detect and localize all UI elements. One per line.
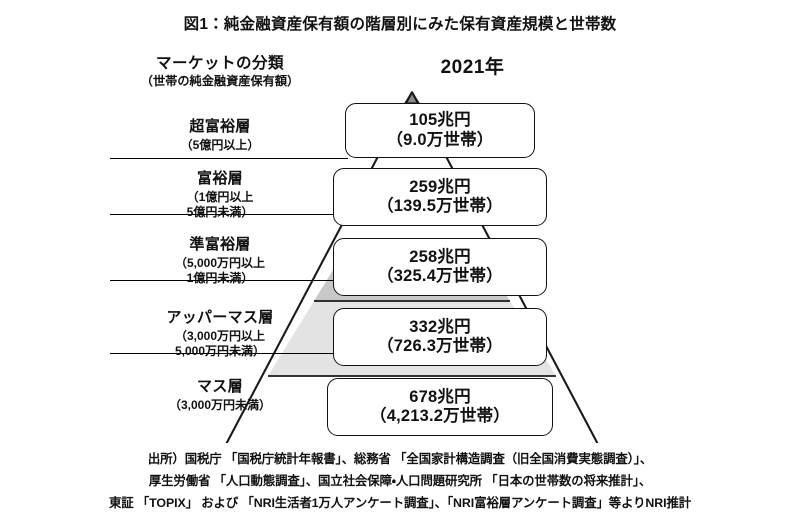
tier-range: （5,000万円以上 1億円未満）: [174, 256, 266, 285]
tier-label-mass: マス層 （3,000万円未満）: [95, 378, 345, 413]
tier-label-uppermass: アッパーマス層 （3,000万円以上 5,000万円未満）: [95, 309, 345, 358]
tier-range: （5億円以上）: [180, 138, 260, 152]
source-line-1: 出所）国税庁 「国税庁統計年報書」、総務省 「全国家計構造調査（旧全国消費実態調…: [147, 452, 653, 466]
tier-name: アッパーマス層: [166, 309, 274, 326]
tier-name: 富裕層: [197, 170, 243, 187]
value-households: （4,213.2万世帯）: [370, 407, 510, 425]
value-households: （139.5万世帯）: [377, 197, 503, 215]
tier-name: マス層: [197, 378, 243, 395]
value-box-fuyu: 259兆円 （139.5万世帯）: [333, 168, 547, 226]
value-box-uppermass: 332兆円 （726.3万世帯）: [333, 308, 547, 366]
value-box-chofuyu: 105兆円 （9.0万世帯）: [345, 103, 535, 158]
value-box-mass: 678兆円 （4,213.2万世帯）: [327, 378, 553, 436]
value-amount: 678兆円: [409, 387, 471, 406]
tier-label-chofuyu: 超富裕層 （5億円以上）: [95, 118, 345, 153]
page-title: 図1：純金融資産保有額の階層別にみた保有資産規模と世帯数: [183, 16, 617, 33]
pyramid-chart: マーケットの分類 （世帯の純金融資産保有額） 2021年 超富裕層 （5億円以上…: [0, 48, 800, 443]
tier-range: （3,000万円以上 5,000万円未満）: [174, 329, 266, 358]
tier-divider-4: [110, 353, 348, 354]
value-households: （325.4万世帯）: [377, 267, 503, 285]
tier-name: 超富裕層: [189, 118, 251, 135]
tier-divider-3: [110, 280, 348, 281]
value-households: （726.3万世帯）: [377, 337, 503, 355]
source-note: 出所）国税庁 「国税庁統計年報書」、総務省 「全国家計構造調査（旧全国消費実態調…: [0, 448, 800, 514]
tier-label-fuyu: 富裕層 （1億円以上 5億円未満）: [95, 170, 345, 219]
tier-range: （1億円以上 5億円未満）: [186, 190, 254, 219]
value-amount: 332兆円: [409, 317, 471, 336]
value-households: （9.0万世帯）: [386, 130, 494, 149]
tier-divider-2: [110, 214, 348, 215]
tier-name: 準富裕層: [189, 236, 251, 253]
value-amount: 259兆円: [409, 177, 471, 196]
market-classification-subtitle: （世帯の純金融資産保有額）: [140, 74, 300, 89]
source-line-3: 東証 「TOPIX」 および 「NRI生活者1万人アンケート調査」、「NRI富裕…: [108, 496, 692, 511]
value-amount: 105兆円: [409, 111, 471, 130]
market-classification-title: マーケットの分類: [155, 55, 284, 72]
value-amount: 258兆円: [409, 247, 471, 266]
tier-divider-1: [110, 158, 348, 159]
market-classification-header: マーケットの分類 （世帯の純金融資産保有額）: [95, 54, 345, 90]
tier-range: （3,000万円未満）: [168, 398, 272, 412]
tier-label-junfuyu: 準富裕層 （5,000万円以上 1億円未満）: [95, 236, 345, 285]
value-box-junfuyu: 258兆円 （325.4万世帯）: [333, 238, 547, 296]
year-header: 2021年: [440, 57, 505, 78]
source-line-2: 厚生労働省 「人口動態調査」、国立社会保障・人口問題研究所 「日本の世帯数の将来…: [148, 474, 652, 489]
